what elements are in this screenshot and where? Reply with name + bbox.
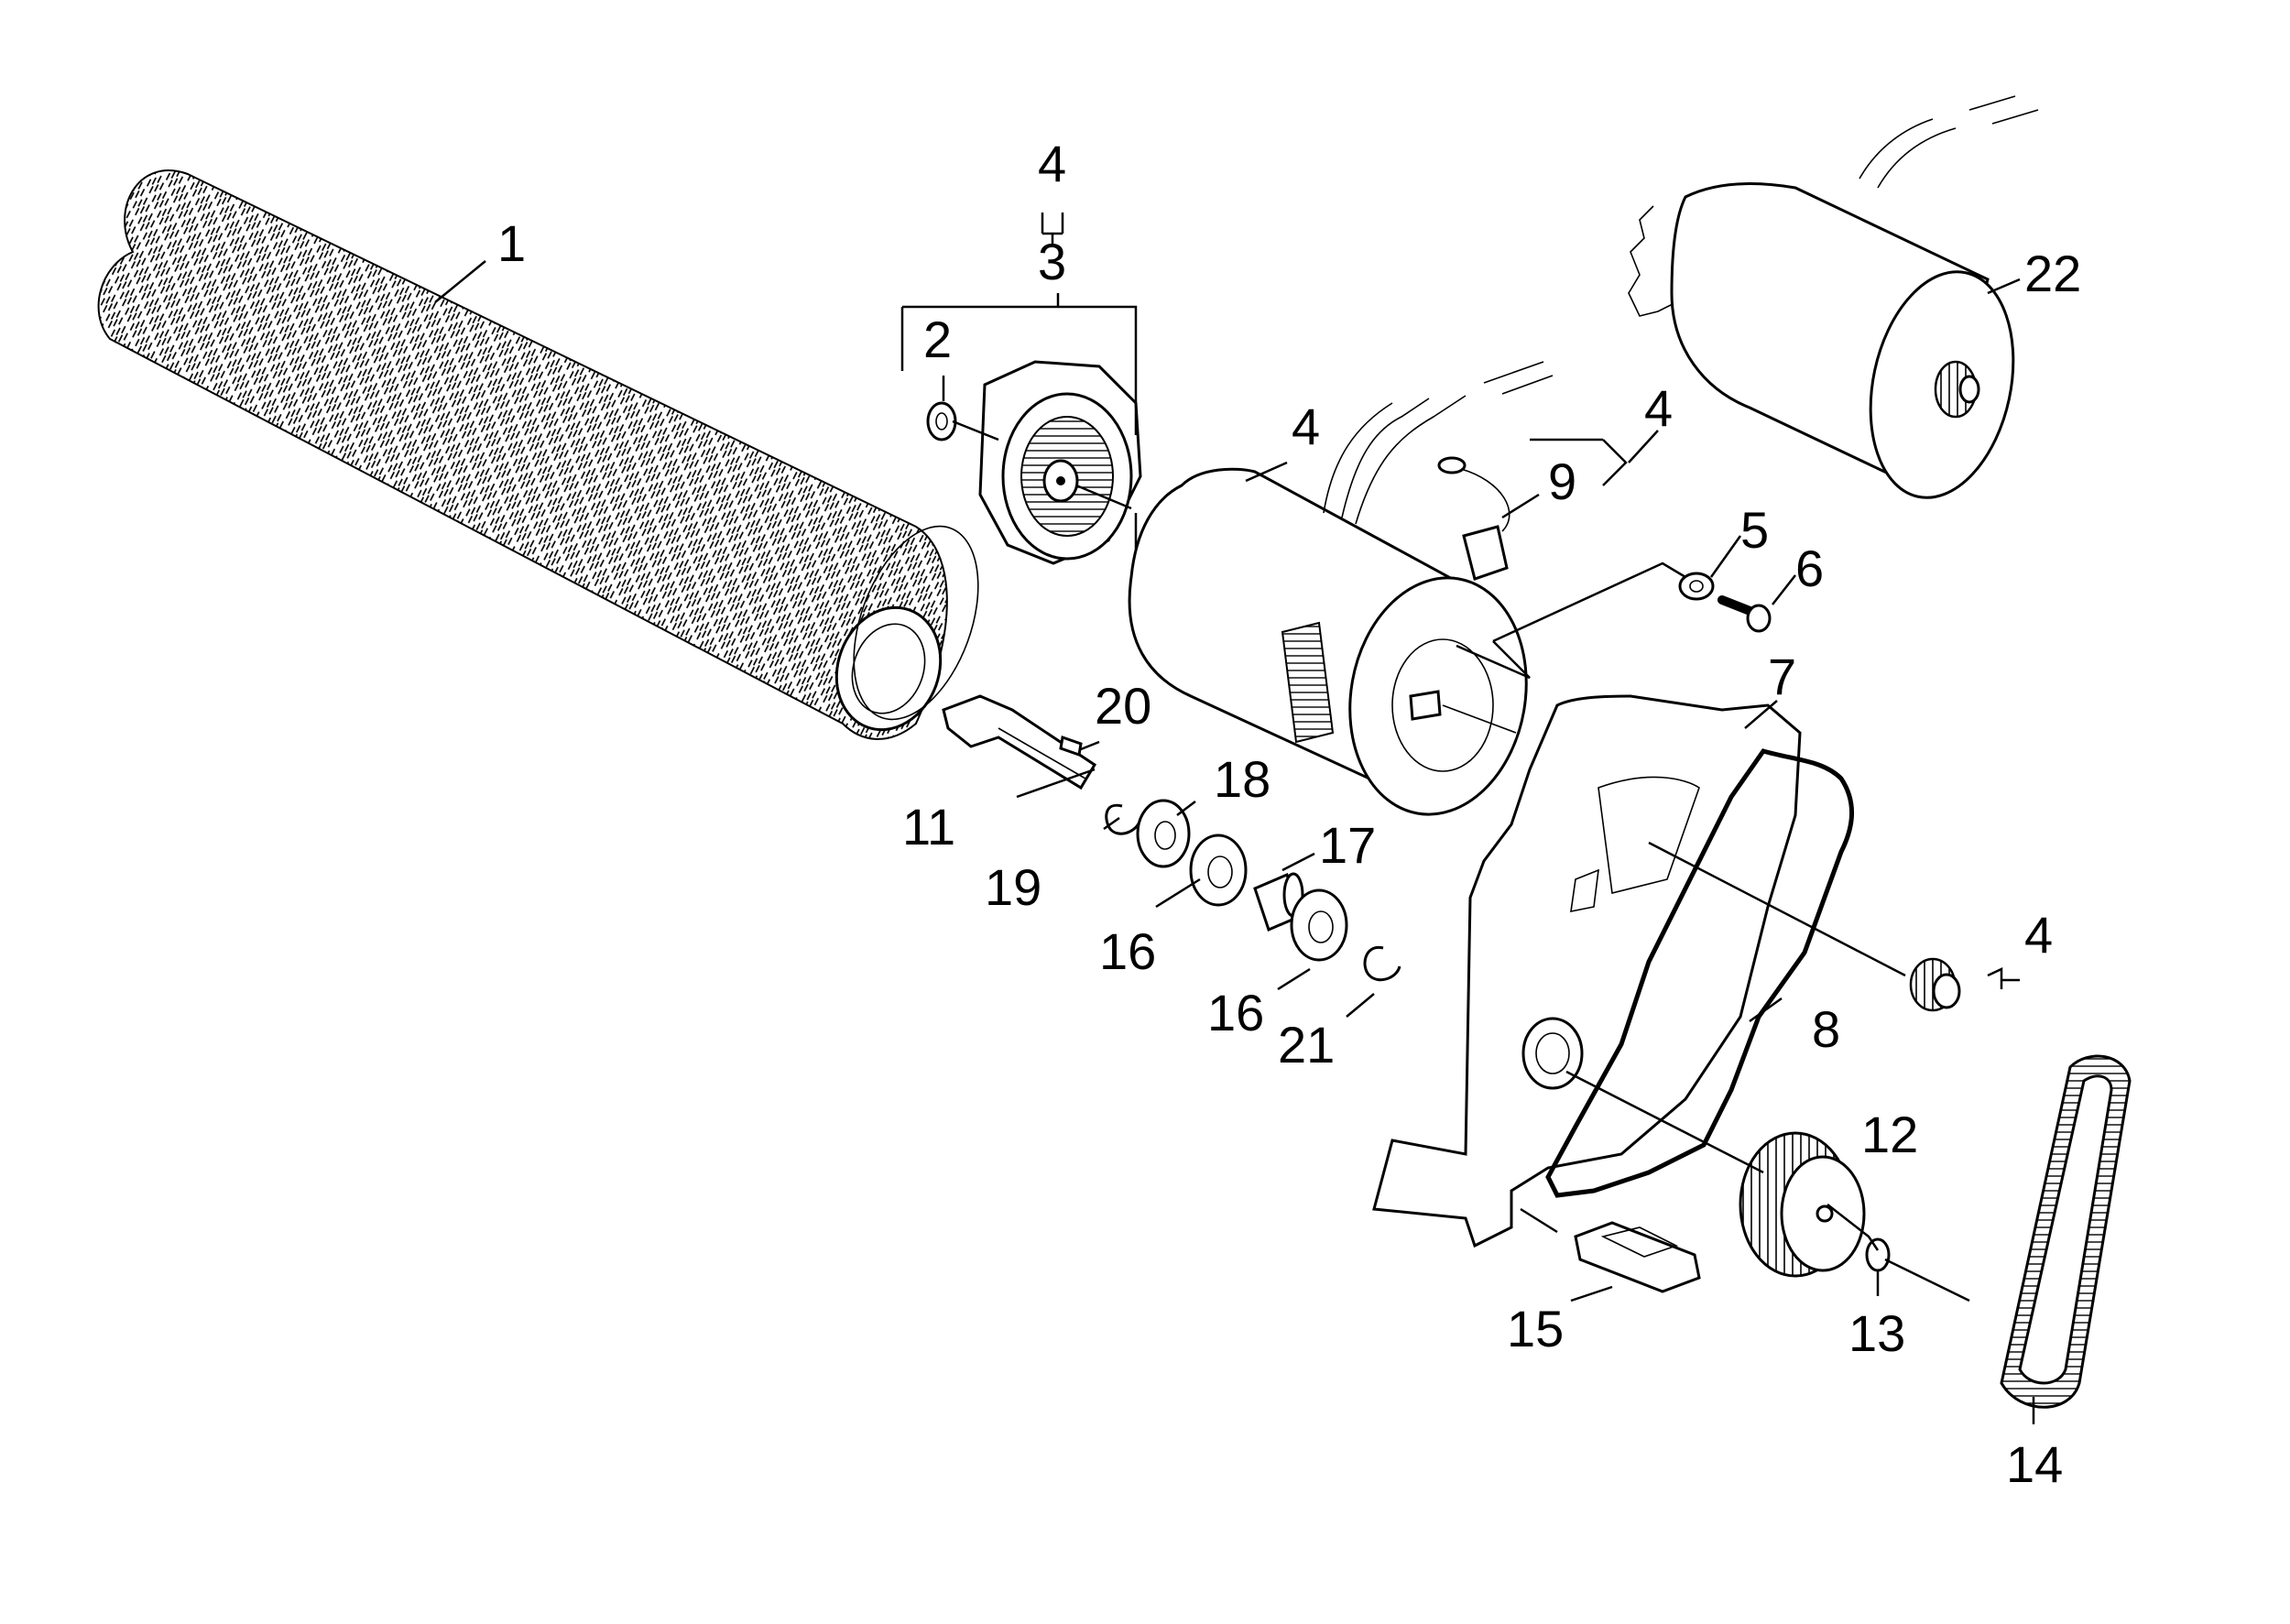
motor-22 — [1628, 95, 2039, 499]
label-4-motor: 4 — [1292, 398, 1320, 455]
clip-15 — [1574, 1221, 1701, 1293]
label-8: 8 — [1812, 1000, 1840, 1058]
washer-2 — [926, 401, 957, 441]
washer-13 — [1865, 1237, 1891, 1272]
label-6: 6 — [1795, 540, 1824, 597]
fan-wheel — [978, 360, 1142, 565]
label-13: 13 — [1848, 1304, 1905, 1362]
label-7: 7 — [1768, 648, 1796, 705]
part-labels: 1 2 3 4 4 4 4 5 6 7 8 9 11 12 13 14 15 1… — [497, 135, 2081, 1493]
screw-6 — [1718, 595, 1772, 633]
large-pulley — [1739, 1131, 1866, 1278]
motor-cables — [1323, 361, 1554, 525]
label-1: 1 — [497, 214, 526, 272]
label-16-a: 16 — [1099, 922, 1156, 980]
label-12: 12 — [1861, 1106, 1918, 1163]
bearing-16b — [1290, 888, 1348, 962]
label-2: 2 — [923, 311, 952, 368]
label-11: 11 — [902, 798, 955, 856]
label-4-top: 4 — [1038, 135, 1066, 192]
gear-housing — [1372, 694, 1802, 1248]
cable-connector — [1437, 456, 1510, 581]
label-21: 21 — [1278, 1016, 1335, 1074]
key — [1059, 735, 1083, 758]
bearing-16a — [1189, 834, 1248, 907]
circlip-21 — [1363, 945, 1401, 982]
label-20: 20 — [1095, 677, 1151, 735]
label-4-pulley: 4 — [2024, 906, 2053, 964]
label-22: 22 — [2024, 245, 2081, 302]
motor — [1128, 467, 1528, 816]
leader-lines — [434, 213, 2035, 1424]
seal-18 — [1136, 799, 1191, 868]
label-9: 9 — [1548, 452, 1576, 510]
label-3: 3 — [1038, 233, 1066, 290]
belt-cover — [1545, 748, 1855, 1198]
label-19: 19 — [985, 858, 1041, 916]
label-14: 14 — [2006, 1435, 2063, 1493]
roller-brush — [97, 169, 979, 740]
shaft — [942, 694, 1097, 790]
small-pulley — [1909, 957, 1961, 1012]
label-15: 15 — [1507, 1300, 1564, 1357]
drive-belt — [2000, 1054, 2132, 1409]
label-5: 5 — [1740, 501, 1769, 559]
label-18: 18 — [1214, 750, 1270, 808]
label-16-b: 16 — [1207, 984, 1264, 1041]
label-17: 17 — [1319, 816, 1376, 874]
washer-5 — [1678, 572, 1715, 601]
circlip-19 — [1105, 803, 1142, 835]
label-4-kit: 4 — [1644, 379, 1673, 437]
